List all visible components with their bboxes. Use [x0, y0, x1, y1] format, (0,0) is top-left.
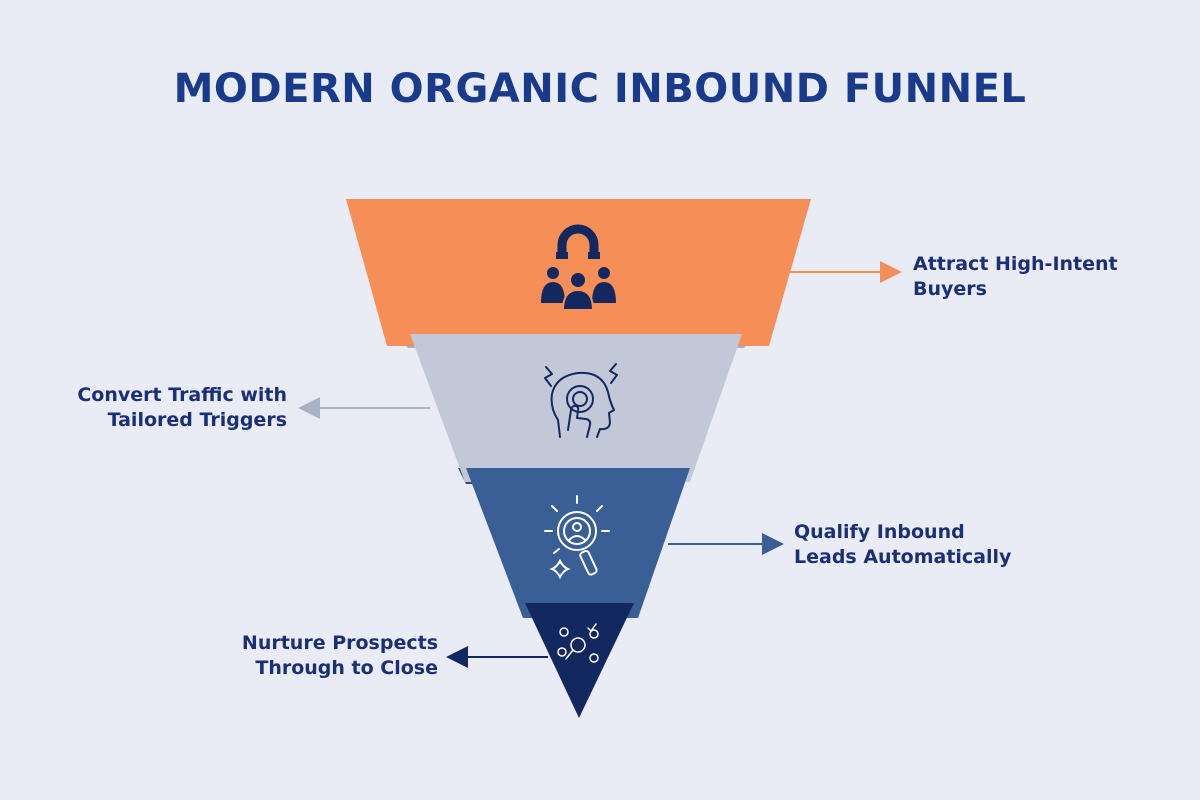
convert-label-line-1: Convert Traffic with — [77, 384, 287, 406]
qualify-stage-label: Qualify Inbound Leads Automatically — [794, 520, 1011, 570]
qualify-label-line-1: Qualify Inbound — [794, 521, 965, 543]
nurture-label-line-1: Nurture Prospects — [241, 632, 438, 654]
magnifier-person-icon — [544, 495, 610, 580]
attract-label-line-2: Buyers — [913, 278, 987, 300]
nurture-stage — [525, 603, 634, 718]
nurture-label-line-2: Through to Close — [255, 657, 438, 679]
convert-stage — [410, 334, 742, 482]
page-title: MODERN ORGANIC INBOUND FUNNEL — [173, 66, 1027, 112]
attract-stage-label: Attract High-Intent Buyers — [913, 252, 1118, 302]
magnet-people-icon — [541, 224, 616, 311]
nurture-arrow — [446, 646, 548, 668]
head-touch-icon — [544, 363, 618, 438]
qualify-arrow — [668, 533, 784, 555]
convert-stage-label: Convert Traffic with Tailored Triggers — [77, 383, 287, 433]
convert-label-line-2: Tailored Triggers — [107, 409, 287, 431]
qualify-label-line-2: Leads Automatically — [794, 546, 1012, 568]
network-search-icon — [557, 623, 599, 663]
nurture-stage-label: Nurture Prospects Through to Close — [242, 631, 438, 681]
attract-label-line-1: Attract High-Intent — [913, 253, 1118, 275]
convert-arrow — [298, 397, 430, 419]
attract-arrow — [785, 261, 902, 283]
